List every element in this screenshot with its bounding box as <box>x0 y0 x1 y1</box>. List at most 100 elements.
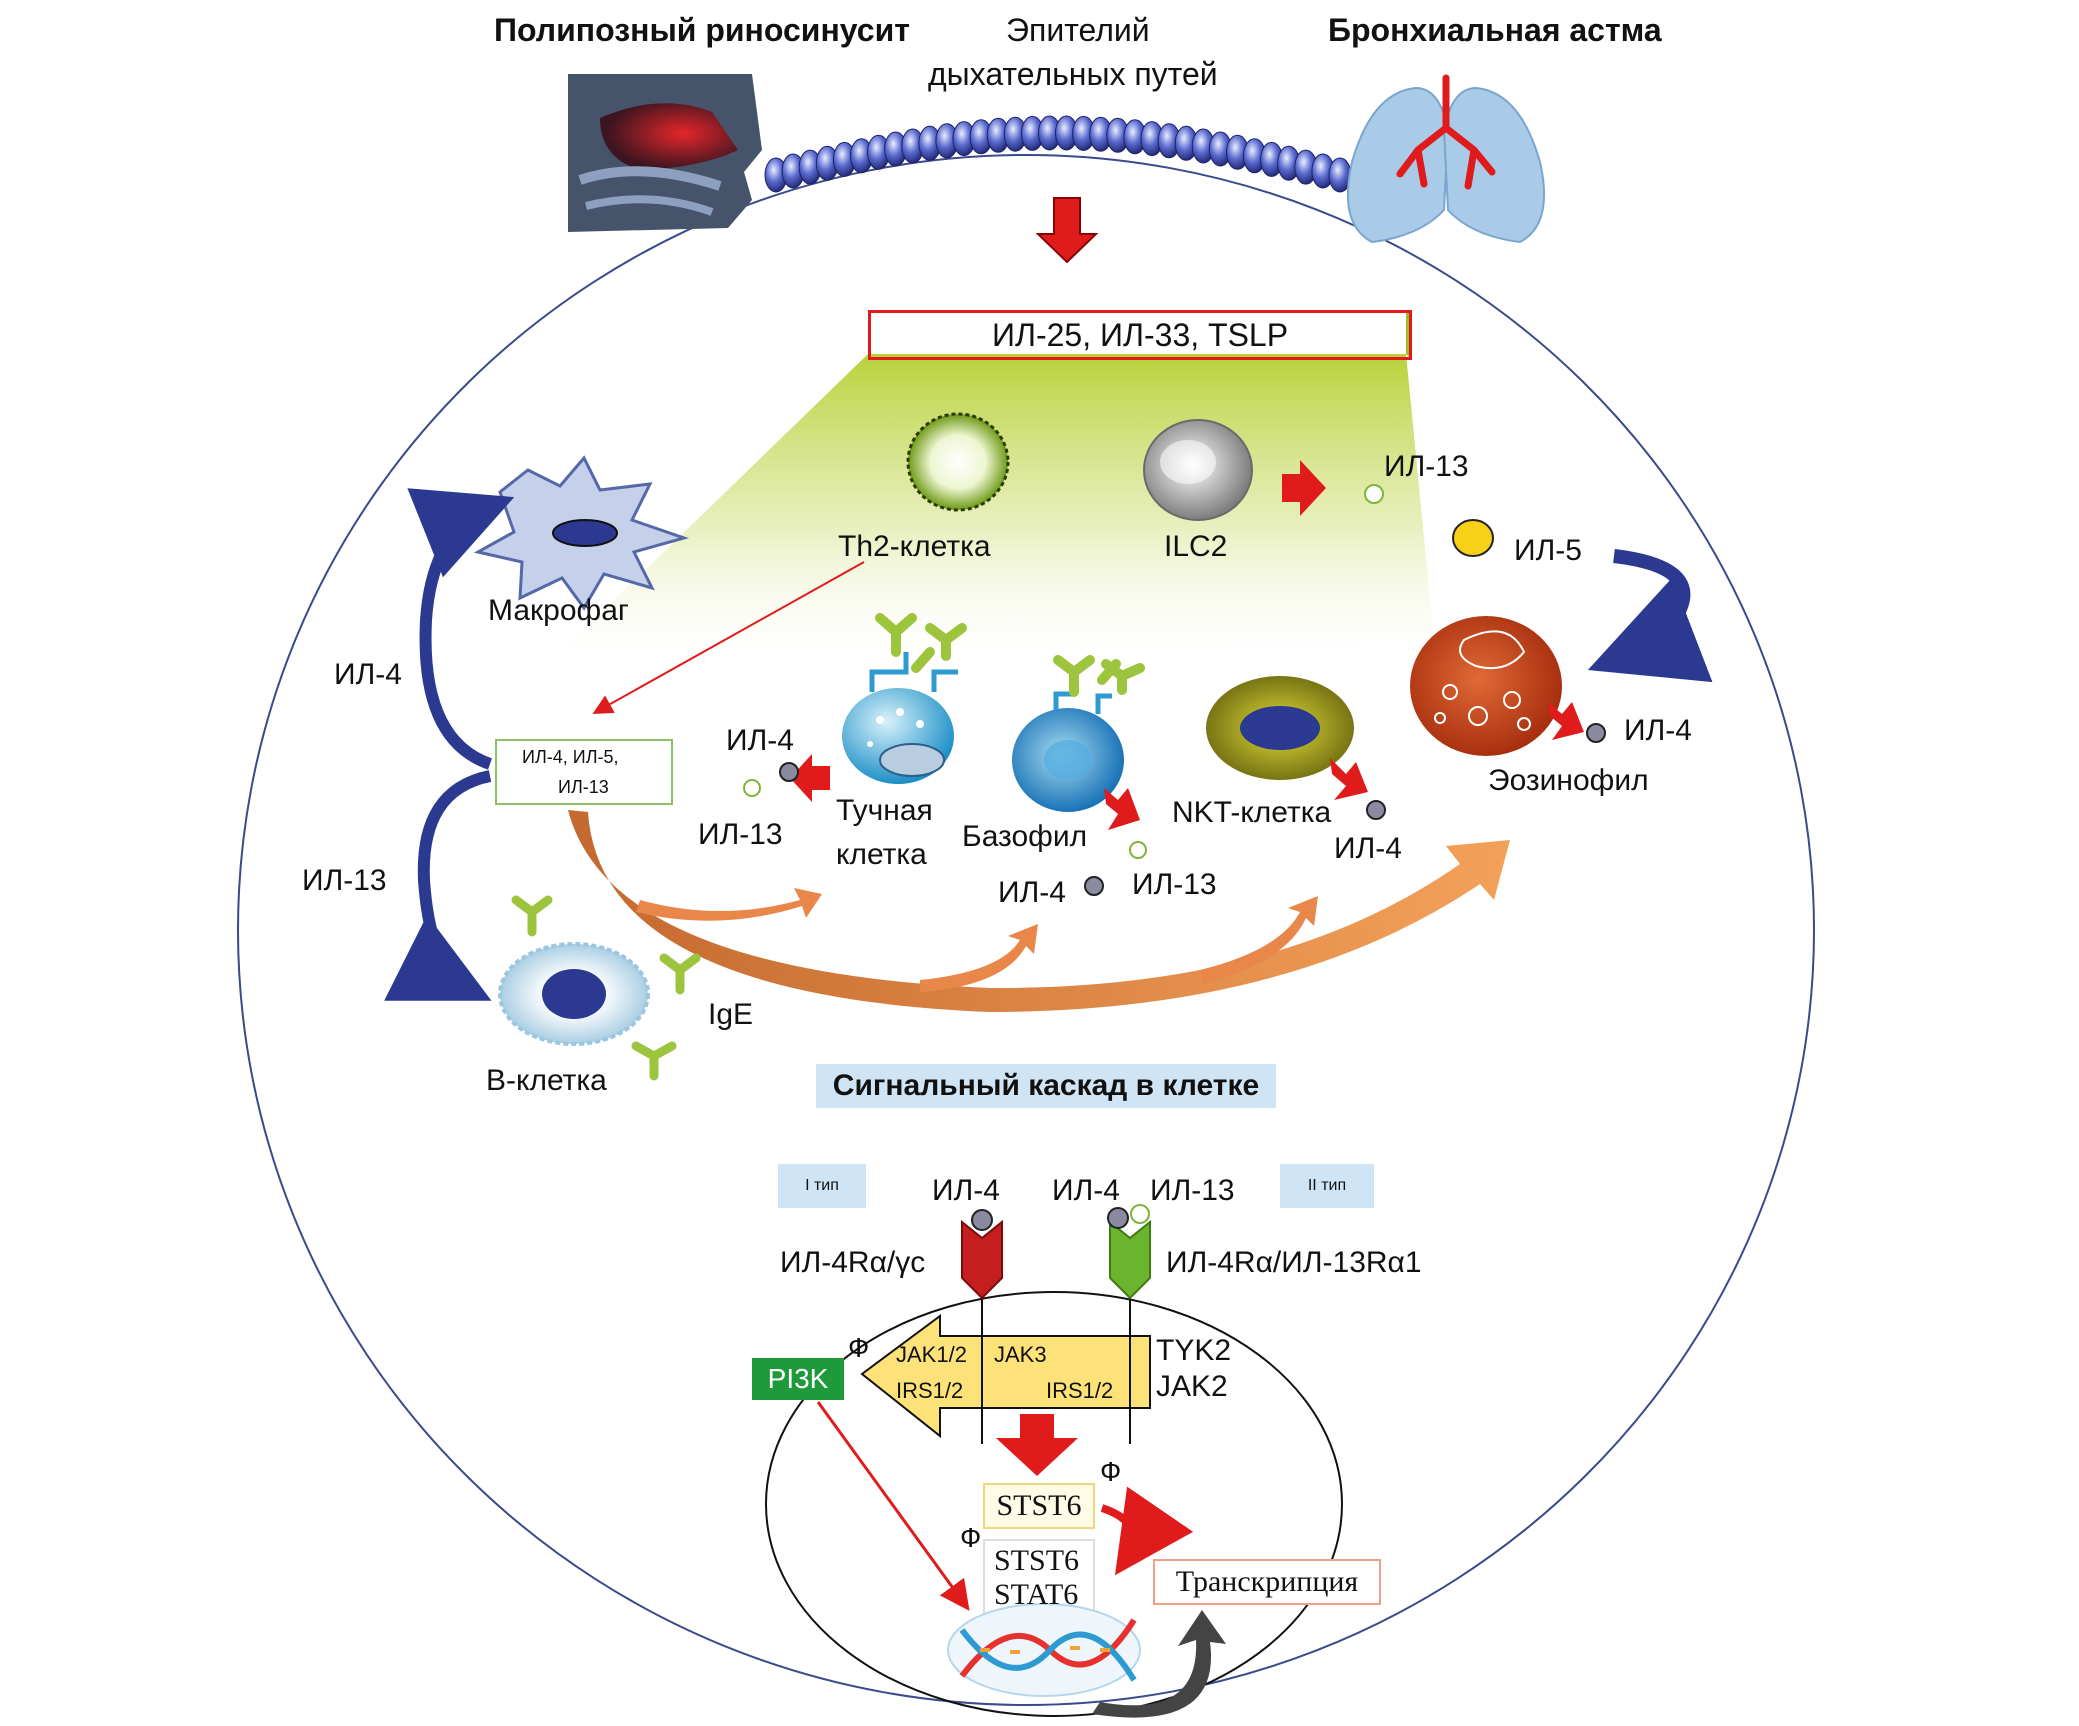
ilc2-label: ILC2 <box>1164 530 1228 563</box>
stat-b2-label: STAT6 <box>994 1578 1079 1611</box>
pi3k-box <box>752 1358 844 1400</box>
phi-label-3: Ф <box>960 1522 982 1553</box>
il4-to-macrophage-arrow <box>407 488 515 770</box>
irs-label-a: IRS1/2 <box>896 1378 964 1403</box>
il4-left-label: ИЛ-4 <box>334 658 402 691</box>
pi3k-label: PI3K <box>767 1363 829 1394</box>
il13-left-label: ИЛ-13 <box>302 864 387 897</box>
il13-dot-baso <box>1129 841 1147 859</box>
right-disease-label: Бронхиальная астма <box>1328 12 1662 48</box>
il13-type2-label: ИЛ-13 <box>1150 1174 1235 1207</box>
mast-label-line2: клетка <box>836 838 927 871</box>
nkt-label: NKT-клетка <box>1172 796 1332 829</box>
mast-label-line1: Тучная <box>836 794 933 827</box>
th2-cell <box>906 412 1010 512</box>
basophil-label: Базофил <box>962 820 1088 853</box>
bcell-label: В-клетка <box>486 1064 607 1097</box>
basophil-cell <box>1012 655 1145 830</box>
transcription-box <box>1153 1559 1381 1605</box>
bcell <box>498 942 650 1046</box>
ilc2-cell <box>1143 419 1326 521</box>
dna-helix <box>959 1618 1137 1682</box>
eosinophil-cell <box>1410 616 1584 756</box>
stat-arrow <box>996 1414 1078 1476</box>
type1-badge: I тип <box>805 1177 839 1194</box>
il13-label-baso: ИЛ-13 <box>1132 868 1217 901</box>
receptor2-label: ИЛ-4Rα/ИЛ-13Rα1 <box>1166 1246 1422 1279</box>
il13-dot-type2 <box>1130 1204 1150 1224</box>
il4-dot-nkt <box>1366 800 1386 820</box>
transcription-arrow <box>1092 1610 1226 1718</box>
type2-badge: II тип <box>1307 1177 1347 1194</box>
receptor1-label: ИЛ-4Rα/γc <box>780 1246 926 1279</box>
th2-box-line1: ИЛ-4, ИЛ-5, <box>522 747 619 767</box>
il5-to-eosinophil-arrow <box>1587 549 1713 683</box>
il5-dot <box>1452 519 1494 557</box>
il4-dot-mast <box>779 762 799 782</box>
il13-dot-ilc2 <box>1364 484 1384 504</box>
transcription-label: Транскрипция <box>1175 1565 1359 1598</box>
jak2-label: JAK2 <box>1156 1370 1228 1403</box>
epithelium-label-line2: дыхательных путей <box>928 56 1218 92</box>
th2-box-line2: ИЛ-13 <box>558 777 609 797</box>
il4-dot-type2 <box>1107 1207 1129 1229</box>
macrophage-label: Макрофаг <box>488 594 629 627</box>
il13-to-bcell-arrow <box>384 770 492 1001</box>
jak12-label: JAK1/2 <box>896 1342 967 1367</box>
epithelium-label-line1: Эпителий <box>1006 12 1150 48</box>
il4-label-eos: ИЛ-4 <box>1624 714 1692 747</box>
receptor-type2 <box>1109 1219 1151 1444</box>
stat-b1-label: STST6 <box>994 1544 1080 1577</box>
eosinophil-label: Эозинофил <box>1488 764 1649 797</box>
stat-box-a <box>983 1483 1095 1529</box>
down-arrow <box>1035 197 1099 264</box>
receptor-type1 <box>961 1219 1003 1444</box>
pi3k-to-dna-arrow <box>816 1401 970 1611</box>
cascade-cell <box>765 1291 1343 1717</box>
orange-sweep <box>568 810 1510 1012</box>
stat-a-label: STST6 <box>996 1489 1082 1522</box>
ige-on-mast <box>869 652 958 692</box>
th2-to-cytokines-arrow <box>592 561 865 714</box>
il4-dot-baso <box>1084 876 1104 896</box>
arrow-to-mast <box>636 888 822 921</box>
il4-label-baso: ИЛ-4 <box>998 876 1066 909</box>
jak3-label: JAK3 <box>994 1342 1047 1367</box>
nose-image <box>568 74 762 232</box>
tyk2-label: TYK2 <box>1156 1334 1232 1367</box>
body-circle <box>237 154 1815 1706</box>
nkt-cell <box>1206 676 1368 800</box>
phi-label-1: Ф <box>848 1332 870 1363</box>
il4-type2-label: ИЛ-4 <box>1052 1174 1120 1207</box>
mast-cell <box>790 613 967 802</box>
ige-antibodies <box>511 895 701 1081</box>
epithelium-beads <box>764 115 1352 193</box>
il4-dot-type1 <box>971 1209 993 1231</box>
cascade-title: Сигнальный каскад в клетке <box>832 1069 1260 1102</box>
il13-label-ilc2: ИЛ-13 <box>1384 450 1469 483</box>
il4-label-mast: ИЛ-4 <box>726 724 794 757</box>
arrow-to-nkt <box>1200 896 1318 984</box>
macrophage-cell <box>473 455 690 611</box>
th2-label: Th2-клетка <box>838 530 991 563</box>
stat-dimer-arrow <box>1100 1486 1194 1576</box>
nucleus <box>947 1603 1141 1697</box>
il13-label-mast: ИЛ-13 <box>698 818 783 851</box>
irs-label-b: IRS1/2 <box>1046 1378 1114 1403</box>
ige-label: IgE <box>708 998 754 1031</box>
il5-label: ИЛ-5 <box>1514 534 1582 567</box>
type2-badge-bg <box>1280 1164 1374 1208</box>
cascade-title-bg <box>816 1064 1276 1108</box>
jak-arrow <box>860 1314 1151 1439</box>
il4-label-nkt: ИЛ-4 <box>1334 832 1402 865</box>
left-disease-label: Полипозный риносинусит <box>494 12 910 48</box>
lungs-image <box>1346 74 1546 244</box>
th2-cytokine-box <box>495 739 673 805</box>
phi-label-2: Ф <box>1100 1456 1122 1487</box>
il13-dot-mast <box>743 779 761 797</box>
cytokine-box: ИЛ-25, ИЛ-33, TSLP <box>868 310 1412 360</box>
il4-dot-eos <box>1586 723 1606 743</box>
cytokine-beam <box>540 354 1434 672</box>
